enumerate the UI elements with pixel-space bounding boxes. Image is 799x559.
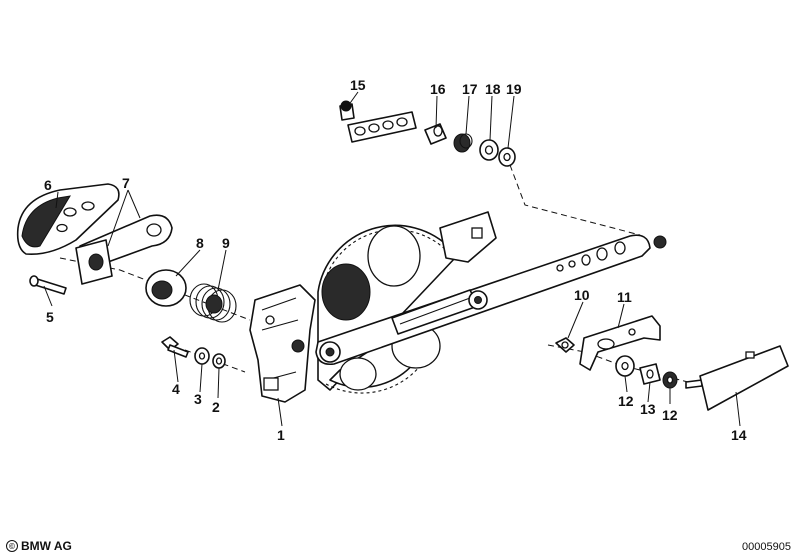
part-washer-3 (194, 347, 210, 365)
part-bolt-4 (161, 336, 189, 358)
callout-15: 15 (350, 77, 366, 93)
part-bracket-11 (579, 315, 661, 371)
callout-9: 9 (222, 235, 230, 251)
part-crank-7 (75, 214, 173, 285)
part-washer-12a (615, 355, 635, 377)
image-number: 00005905 (742, 541, 791, 553)
leader-lines (43, 91, 741, 427)
part-regulator-1 (249, 211, 667, 403)
callout-2: 2 (212, 399, 220, 415)
brand-name: BMW AG (21, 539, 72, 553)
copyright-icon: © (6, 540, 18, 552)
callout-18: 18 (485, 81, 501, 97)
callout-5: 5 (46, 309, 54, 325)
callout-6: 6 (44, 177, 52, 193)
callout-14: 14 (731, 427, 747, 443)
part-spring-17 (453, 133, 473, 153)
part-spring-9 (189, 283, 237, 323)
copyright-notice: © BMW AG (6, 539, 72, 553)
callout-16: 16 (430, 81, 446, 97)
callout-1: 1 (277, 427, 285, 443)
callout-12b: 12 (662, 407, 678, 423)
part-spacer-13 (639, 363, 661, 385)
callout-3: 3 (194, 391, 202, 407)
part-nut-2 (212, 353, 226, 369)
part-bushing-16 (424, 123, 447, 145)
part-washer-18 (479, 139, 499, 161)
callout-13: 13 (640, 401, 656, 417)
part-cover-6 (16, 183, 120, 256)
part-washer-19 (498, 147, 516, 167)
part-plate-15 (339, 100, 417, 143)
part-nut-10 (555, 337, 575, 353)
callout-7: 7 (122, 175, 130, 191)
part-washer-8 (145, 269, 187, 307)
callout-17: 17 (462, 81, 478, 97)
callout-4: 4 (172, 381, 180, 397)
callout-19: 19 (506, 81, 522, 97)
callout-12a: 12 (618, 393, 634, 409)
callout-10: 10 (574, 287, 590, 303)
callout-8: 8 (196, 235, 204, 251)
part-screw-5 (29, 275, 67, 295)
alignment-line-top (509, 164, 641, 236)
callout-11: 11 (617, 289, 632, 305)
part-washer-12b (662, 371, 678, 389)
part-plate-14 (685, 345, 789, 411)
